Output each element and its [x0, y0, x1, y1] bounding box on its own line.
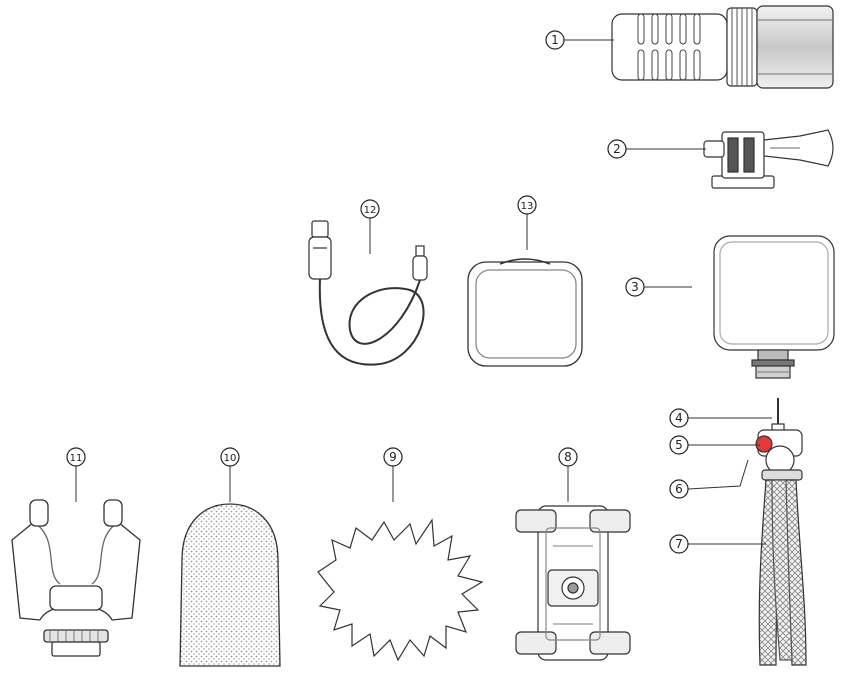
action-camera-adapter	[703, 129, 834, 189]
callout-3: 3	[625, 277, 645, 297]
callout-9: 9	[383, 447, 403, 467]
led-video-light	[713, 235, 835, 379]
callouts: 1 2 3 4 5 6 7 8	[66, 30, 689, 554]
leader-lines	[75, 39, 772, 545]
svg-text:9: 9	[389, 450, 397, 464]
callout-6: 6	[669, 479, 689, 499]
mic-grille-slots	[637, 13, 701, 81]
svg-text:11: 11	[70, 453, 83, 464]
charging-cable	[308, 220, 428, 366]
carrying-case	[467, 258, 583, 367]
microphone	[611, 5, 834, 89]
flexible-tripod	[755, 398, 807, 666]
callout-13: 13	[517, 195, 537, 215]
svg-text:1: 1	[551, 33, 559, 47]
svg-text:10: 10	[224, 453, 237, 464]
callout-2: 2	[607, 139, 627, 159]
lock-knob-accent	[755, 435, 773, 453]
svg-text:6: 6	[675, 482, 683, 496]
svg-text:12: 12	[364, 205, 377, 216]
leader-6	[687, 459, 749, 490]
callout-1: 1	[545, 30, 565, 50]
callout-10: 10	[220, 447, 240, 467]
callout-7: 7	[669, 534, 689, 554]
shock-mount	[11, 499, 141, 657]
svg-text:8: 8	[564, 450, 572, 464]
callout-4: 4	[669, 408, 689, 428]
svg-text:3: 3	[631, 280, 639, 294]
svg-text:2: 2	[613, 142, 621, 156]
phone-holder	[515, 505, 631, 661]
svg-text:13: 13	[521, 201, 534, 212]
furry-windscreen	[317, 518, 484, 662]
callout-8: 8	[558, 447, 578, 467]
foam-windscreen	[179, 503, 281, 667]
svg-text:5: 5	[675, 438, 683, 452]
svg-text:7: 7	[675, 537, 683, 551]
callout-11: 11	[66, 447, 86, 467]
callout-5: 5	[669, 435, 689, 455]
callout-12: 12	[360, 199, 380, 219]
svg-text:4: 4	[675, 411, 683, 425]
